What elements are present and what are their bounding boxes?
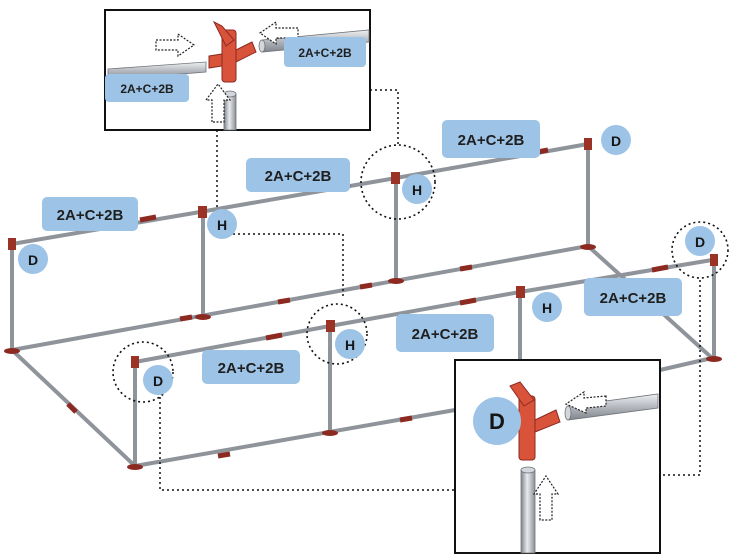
inset-d-connector: D [454, 359, 661, 554]
inset-h-label-right: 2A+C+2B [284, 37, 366, 67]
pipe-back-bottom [10, 244, 590, 352]
arrow-icon [532, 390, 607, 521]
badge-d-back-right: D [601, 125, 631, 155]
svg-text:D: D [489, 409, 505, 434]
svg-text:H: H [217, 217, 227, 233]
circle-h-front [306, 303, 368, 365]
highlight-circles [112, 144, 729, 403]
label-back-mid: 2A+C+2B [246, 158, 350, 192]
badge-h-front-1: H [532, 292, 562, 322]
svg-text:D: D [695, 234, 705, 250]
svg-text:H: H [542, 300, 552, 316]
svg-text:D: D [153, 373, 163, 389]
leader-lines [159, 89, 701, 491]
circle-d-right [671, 221, 729, 279]
connector-badges: D H H D D H H D [18, 125, 715, 395]
label-front-right: 2A+C+2B [584, 278, 682, 316]
inset-h-label-left: 2A+C+2B [105, 74, 189, 102]
badge-h-front-2: H [335, 329, 365, 359]
inset-d-vertical-pipe [520, 466, 536, 554]
svg-text:2A+C+2B: 2A+C+2B [265, 168, 332, 185]
arrow-icon [155, 20, 299, 123]
pipe-set-labels: 2A+C+2B 2A+C+2B 2A+C+2B 2A+C+2B 2A+C+2B … [42, 120, 682, 384]
pipe-back-top-right [394, 142, 590, 180]
inset-d-horizontal-pipe [564, 393, 659, 421]
frame-connectors [8, 138, 718, 368]
label-back-right: 2A+C+2B [442, 120, 540, 158]
badge-h-back-2: H [402, 174, 432, 204]
svg-text:2A+C+2B: 2A+C+2B [412, 326, 479, 343]
svg-text:H: H [412, 182, 422, 198]
pipe-front-bottom-right [658, 356, 714, 372]
d-connector-part [509, 381, 561, 461]
badge-d-back-left: D [18, 244, 48, 274]
svg-text:D: D [28, 252, 38, 268]
svg-text:2A+C+2B: 2A+C+2B [57, 207, 124, 224]
circle-d-front [112, 341, 174, 403]
circle-h-back [360, 144, 436, 220]
inset-d-badge: D [473, 397, 521, 445]
h-connector-part [208, 20, 257, 83]
svg-text:2A+C+2B: 2A+C+2B [218, 360, 285, 377]
svg-text:2A+C+2B: 2A+C+2B [600, 290, 667, 307]
inset-h-vertical-pipe [223, 90, 237, 131]
badge-h-back-1: H [207, 209, 237, 239]
svg-text:H: H [345, 337, 355, 353]
badge-d-front-right: D [685, 226, 715, 256]
svg-text:2A+C+2B: 2A+C+2B [120, 82, 174, 96]
label-back-left: 2A+C+2B [42, 197, 138, 231]
badge-d-front-left: D [143, 365, 173, 395]
svg-text:2A+C+2B: 2A+C+2B [298, 46, 352, 60]
pipe-back-top-mid [198, 176, 398, 214]
foot-bases [4, 244, 722, 470]
svg-text:2A+C+2B: 2A+C+2B [458, 132, 525, 149]
pipe-front-top-right [518, 258, 714, 294]
label-front-mid: 2A+C+2B [396, 314, 494, 352]
svg-text:D: D [611, 133, 621, 149]
pipe-front-top-mid [328, 290, 522, 328]
inset-h-connector: 2A+C+2B 2A+C+2B [104, 9, 371, 131]
label-front-left: 2A+C+2B [202, 350, 300, 384]
